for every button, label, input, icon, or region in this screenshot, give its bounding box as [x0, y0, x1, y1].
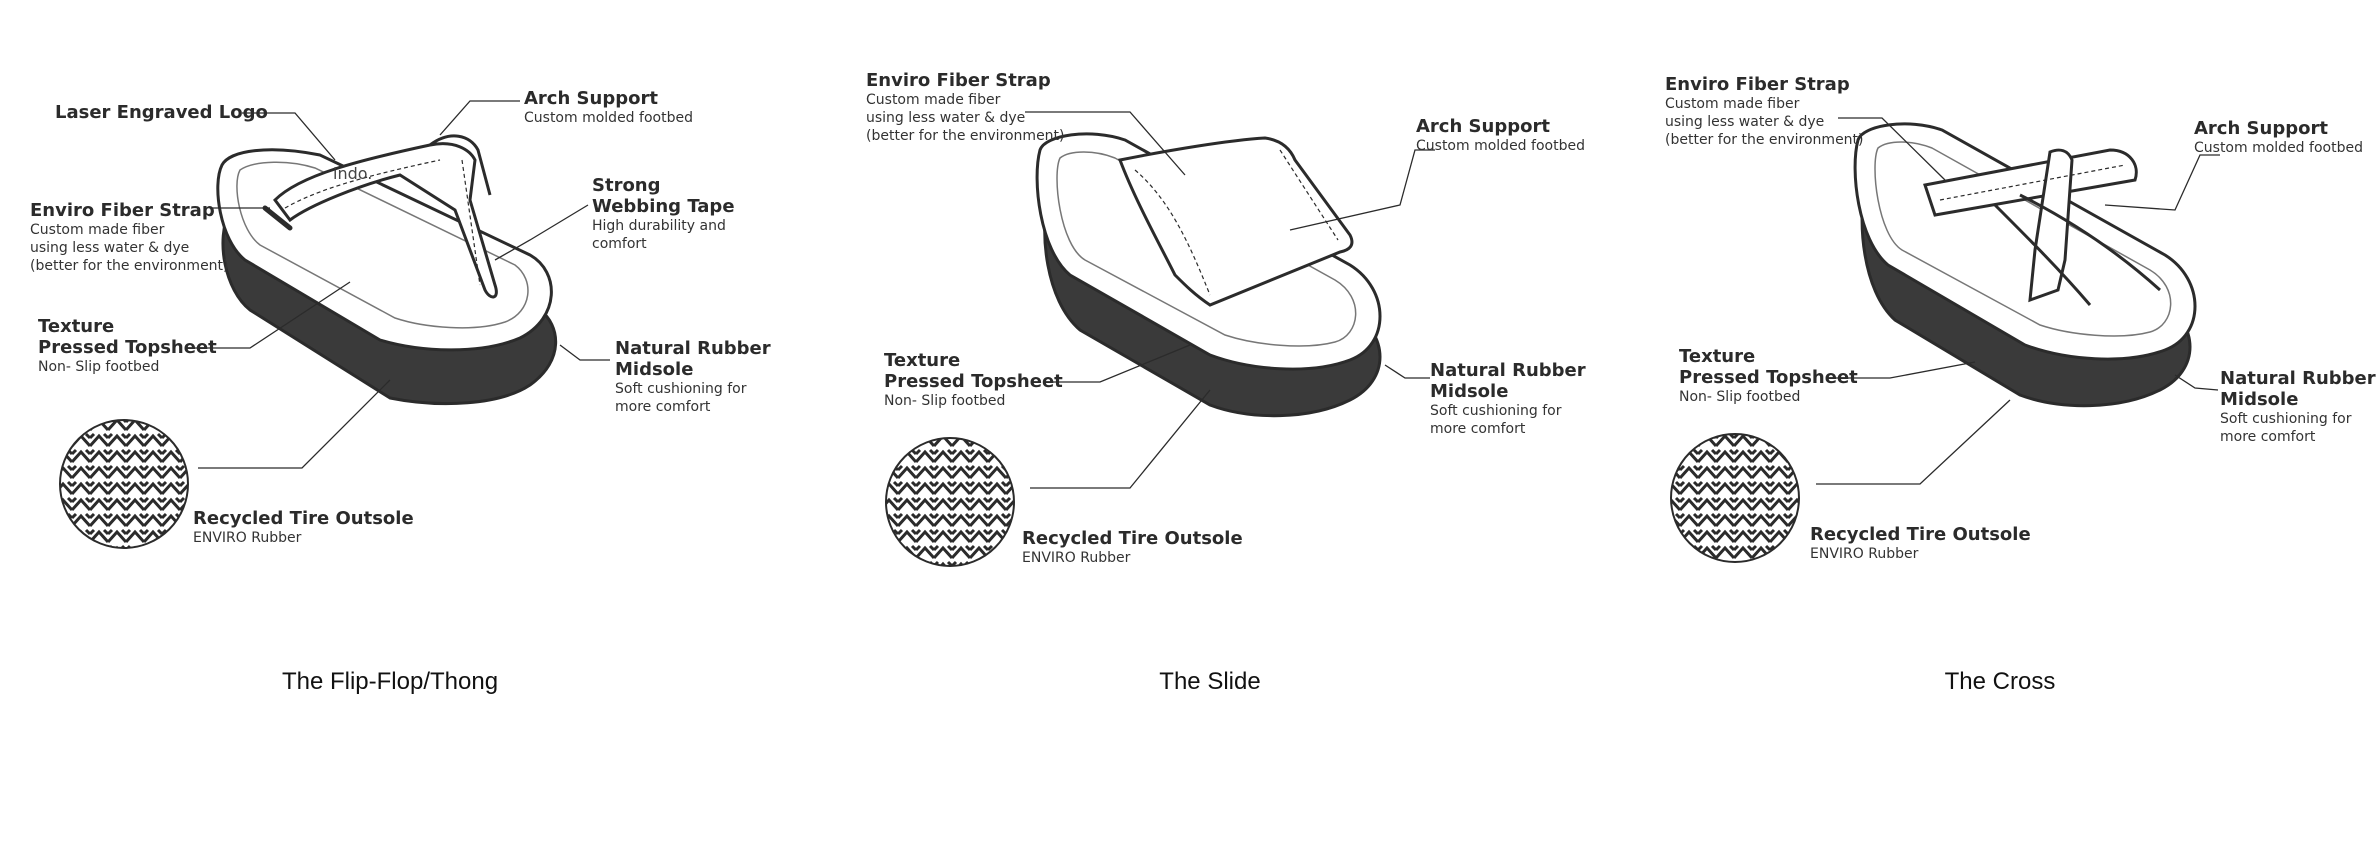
- label-natural-rubber-midsole: Natural Rubber Midsole Soft cushioning f…: [615, 338, 771, 415]
- label-recycled-tire-outsole: Recycled Tire Outsole ENVIRO Rubber: [1810, 524, 2031, 562]
- cross-illustration: [1670, 117, 2220, 563]
- label-enviro-fiber-strap: Enviro Fiber Strap Custom made fiber usi…: [30, 200, 229, 274]
- label-laser-engraved-logo: Laser Engraved Logo: [55, 102, 268, 123]
- engraved-logo-text: indo.: [333, 164, 373, 183]
- label-texture-topsheet: Texture Pressed Topsheet Non- Slip footb…: [1679, 346, 1858, 405]
- caption-flip-flop: The Flip-Flop/Thong: [281, 668, 499, 695]
- caption-slide: The Slide: [1159, 668, 1261, 695]
- panel-cross: Enviro Fiber Strap Custom made fiber usi…: [1590, 0, 2378, 858]
- panel-flip-flop: indo. Laser Engraved Logo Arch Support C…: [0, 0, 790, 858]
- label-strong-webbing-tape: Strong Webbing Tape High durability and …: [592, 175, 735, 252]
- label-texture-topsheet: Texture Pressed Topsheet Non- Slip footb…: [884, 350, 1063, 409]
- slide-illustration: [885, 111, 1435, 567]
- label-recycled-tire-outsole: Recycled Tire Outsole ENVIRO Rubber: [1022, 528, 1243, 566]
- caption-cross: The Cross: [1944, 668, 2056, 695]
- label-arch-support: Arch Support Custom molded footbed: [1416, 116, 1585, 154]
- label-enviro-fiber-strap: Enviro Fiber Strap Custom made fiber usi…: [866, 70, 1065, 144]
- label-recycled-tire-outsole: Recycled Tire Outsole ENVIRO Rubber: [193, 508, 414, 546]
- panel-slide: Enviro Fiber Strap Custom made fiber usi…: [790, 0, 1590, 858]
- label-enviro-fiber-strap: Enviro Fiber Strap Custom made fiber usi…: [1665, 74, 1864, 148]
- label-natural-rubber-midsole: Natural Rubber Midsole Soft cushioning f…: [2220, 368, 2376, 445]
- label-texture-topsheet: Texture Pressed Topsheet Non- Slip footb…: [38, 316, 217, 375]
- flip-flop-illustration: [59, 100, 610, 549]
- label-arch-support: Arch Support Custom molded footbed: [2194, 118, 2363, 156]
- label-arch-support: Arch Support Custom molded footbed: [524, 88, 693, 126]
- label-natural-rubber-midsole: Natural Rubber Midsole Soft cushioning f…: [1430, 360, 1586, 437]
